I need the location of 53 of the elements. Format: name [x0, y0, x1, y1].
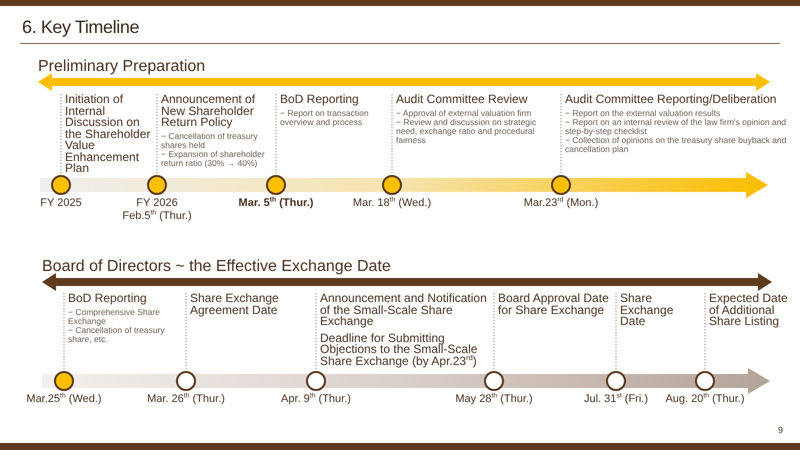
page-number: 9 [778, 425, 784, 435]
timeline-marker-icon [266, 175, 286, 195]
event-title: Audit Committee Review [396, 94, 528, 106]
event-title: Audit Committee Reporting/Deliberation [565, 94, 778, 106]
date-label: May 28$^{th}$ (Thur.) [455, 393, 533, 405]
timeline-marker-icon [484, 371, 504, 391]
timeline-marker-icon [176, 371, 196, 391]
timeline-marker-icon [551, 175, 571, 195]
slide-title: 6. Key Timeline [22, 16, 140, 38]
event-title: Announcement and Notification of the Small-Scale Share Exchange [320, 293, 488, 328]
bullet-text: − Cancellation of treasury share, etc. [68, 326, 166, 344]
dotted-connector [60, 94, 62, 176]
date-label: Mar.23$^{rd}$ (Mon.) [524, 197, 598, 209]
bullet-text: − Report on transaction overview and process [280, 108, 370, 126]
event-title: Initiation of Internal Discussion on the Shareholder Value Enhancement Plan [65, 94, 152, 174]
bullet-text: − Approval of external valuation firm [396, 108, 532, 118]
bullet-text: − Report on the external valuation results [565, 108, 722, 118]
date-label: Feb.5$^{th}$ (Thur.) [122, 210, 192, 222]
bullet-text: − Expansion of shareholder return ratio (30% → 40%) [161, 150, 266, 168]
event-title: Share Exchange Date [620, 293, 674, 328]
bullet-text: − Review and discussion on strategic need, exchange ratio and procedural fairness [396, 118, 538, 144]
event-title: Announcement of New Shareholder Return Policy [161, 94, 256, 128]
timeline-marker-icon [382, 175, 402, 195]
date-label: Mar. 18$^{th}$ (Wed.) [352, 197, 432, 209]
date-label: Apr. 9$^{th}$ (Thur.) [281, 393, 351, 405]
event-title: BoD Reporting [68, 293, 148, 304]
bullet-text: − Cancellation of treasury shares held [161, 132, 259, 150]
event-title: Deadline for Submitting Objections to the Small-Scale Share Exchange (by Apr.23$^{rd}$) [320, 332, 478, 367]
band-title: Preliminary Preparation [38, 58, 206, 76]
timeline-marker-icon [606, 371, 626, 391]
timeline-marker-icon [306, 371, 326, 391]
timeline-marker-icon [51, 175, 71, 195]
timeline-marker-icon [695, 371, 715, 391]
event-title: BoD Reporting [280, 94, 360, 106]
date-label: Aug. 20$^{th}$ (Thur.) [665, 393, 745, 405]
event-title: Share Exchange Agreement Date [190, 293, 280, 316]
date-label: FY 2025 [40, 197, 82, 209]
bullet-text: − Comprehensive Share Exchange [68, 308, 161, 326]
date-label: Mar. 5$^{th}$ (Thur.) [238, 197, 314, 209]
event-title: Expected Date of Additional Share Listing [709, 293, 789, 328]
timeline-marker-icon [147, 175, 167, 195]
date-label: Mar.25$^{th}$ (Wed.) [26, 393, 102, 405]
dotted-connector [156, 94, 158, 176]
date-label: Mar. 26$^{th}$ (Thur.) [147, 393, 225, 405]
date-label: FY 2026 [136, 197, 178, 209]
dotted-connector [704, 292, 706, 372]
band-title: Board of Directors ~ the Effective Exchange Date [42, 258, 392, 276]
bullet-text: − Report on an internal review of the law firm's opinion and step-by-step checklist [565, 118, 788, 136]
event-title: Board Approval Date for Share Exchange [498, 293, 610, 316]
bullet-text: − Collection of opinions on the treasury share buyback and cancellation plan [565, 136, 788, 154]
dotted-connector [560, 94, 562, 176]
timeline-marker-icon [54, 371, 74, 391]
date-label: Jul. 31$^{st}$ (Fri.) [584, 393, 648, 405]
